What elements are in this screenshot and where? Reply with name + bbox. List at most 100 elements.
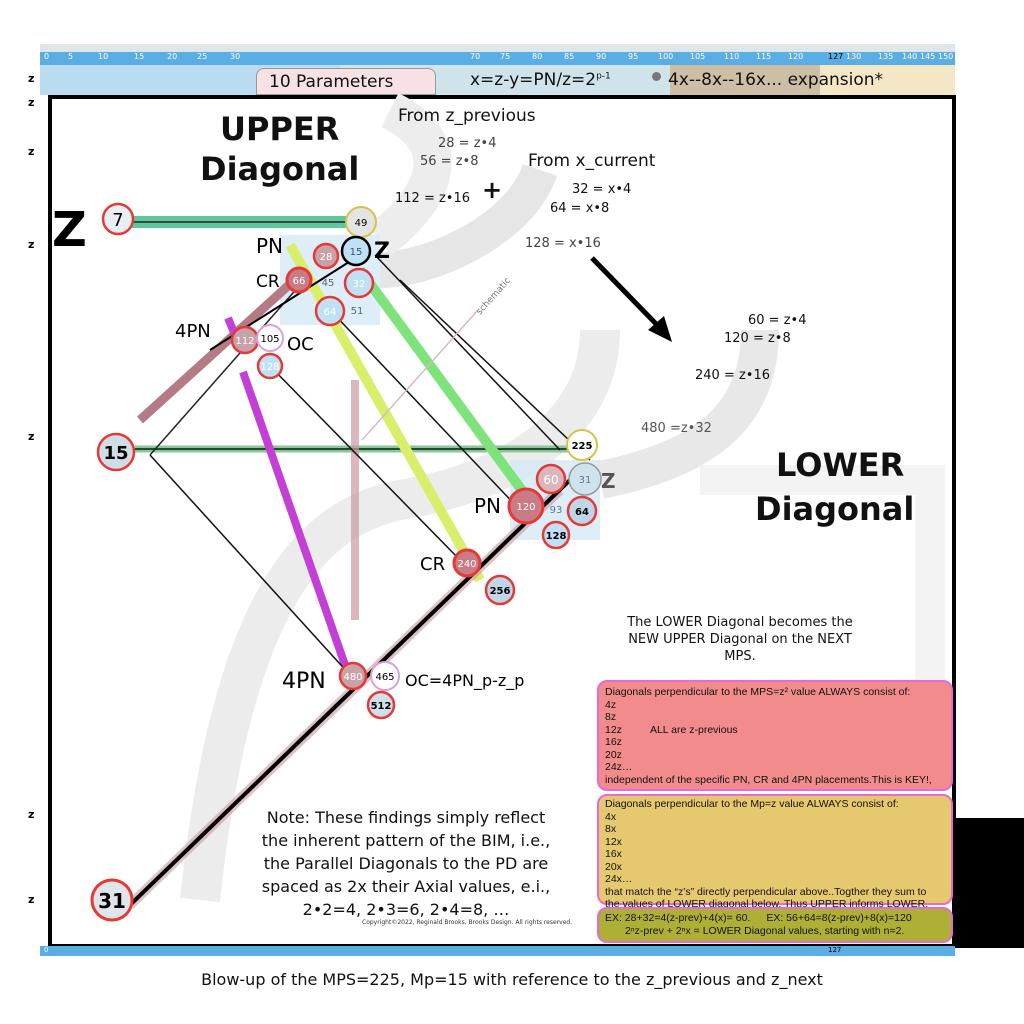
ruler-tick: 127 [828, 52, 844, 61]
ruler-tick: 70 [470, 52, 481, 61]
copyright: Copyright©2022, Reginald Brooks, Brooks … [362, 919, 573, 926]
node-31 [90, 878, 134, 922]
ruler-tick: 115 [756, 52, 772, 61]
node-label: 51 [351, 306, 364, 317]
node-64-lower [566, 495, 598, 527]
ruler-tick: 95 [628, 52, 639, 61]
box-item: 4x [605, 810, 617, 823]
lower-title: Diagonal [755, 490, 915, 528]
tab-10-parameters[interactable]: 10 Parameters [256, 68, 436, 95]
ruler-tick: 25 [197, 52, 208, 61]
ruler-tick: 150 [938, 52, 954, 61]
from-z-previous-heading: From z_previous [398, 106, 536, 126]
node-60 [535, 463, 567, 495]
bottom-ruler: 0 127 [40, 946, 955, 956]
ruler-tick: 130 [846, 52, 862, 61]
pn-label: PN [474, 494, 501, 518]
ruler-tick: 135 [878, 52, 894, 61]
ruler-tick: 120 [788, 52, 804, 61]
node-label: 128 [260, 362, 279, 373]
ruler-tick: 75 [500, 52, 511, 61]
lower-title: LOWER [776, 446, 905, 484]
header-band [670, 65, 820, 95]
ruler-tick: 105 [690, 52, 706, 61]
plus-sign: + [482, 176, 503, 204]
from-x-current-heading: From x_current [528, 151, 656, 171]
black-block [955, 818, 1024, 948]
ruler-tick: 10 [98, 52, 109, 61]
node-label: 45 [322, 278, 335, 289]
box-item: 16z [605, 736, 622, 748]
z-label: Z [374, 239, 390, 264]
diagonal-line [374, 254, 561, 451]
formula-label: x=z-y=PN/z=2p-1 [470, 70, 611, 90]
node-512 [366, 690, 396, 720]
arrow-head-icon [648, 316, 672, 342]
findings-note: Note: These findings simply reflect the … [218, 806, 594, 921]
node-465 [370, 661, 400, 691]
node-128-upper [256, 352, 284, 380]
node-label: 31 [98, 889, 126, 913]
node-label: 60 [543, 473, 558, 487]
green-band [355, 267, 545, 518]
node-28 [312, 242, 340, 270]
note-line: the Parallel Diagonals to the PD are [263, 854, 549, 873]
axis-z-label: z [28, 808, 35, 821]
ruler-tick: 127 [828, 946, 842, 954]
pink-info-box: Diagonals perpendicular to the MPS=z² va… [597, 680, 953, 791]
node-label: 66 [293, 276, 306, 287]
box-item: 4z [605, 698, 617, 711]
lower-value: 60 = z•4 [748, 313, 807, 328]
yellow-info-box: Diagonals perpendicular to the Mp=z valu… [597, 794, 953, 910]
axis-z-label: z [28, 96, 35, 109]
magenta-band [239, 370, 349, 667]
box-item: 8z [605, 711, 617, 723]
lower-becomes-upper-note: The LOWER Diagonal becomes the NEW UPPER… [590, 614, 890, 665]
node-256 [484, 574, 516, 606]
axis-z-label: z [28, 893, 35, 906]
z-label: Z [601, 469, 616, 493]
example-2: EX: 56+64=8(z-prev)+8(x)=120 [766, 912, 912, 924]
box-heading: Diagonals perpendicular to the MPS=z² va… [605, 686, 911, 698]
note-line: Note: These findings simply reflect [266, 808, 546, 827]
diagonal-line [149, 454, 351, 676]
node-66 [285, 266, 313, 294]
node-label: 64 [575, 507, 589, 518]
oc-label: OC [287, 334, 314, 355]
formula-text: x=z-y=PN/z=2 [470, 70, 597, 90]
box-item: 20x [605, 860, 622, 873]
node-120 [507, 487, 545, 525]
node-label: 7 [112, 210, 123, 231]
oc-formula-label: OC=4PN_p-z_p [405, 671, 524, 691]
box-footer: that match the “z’s” directly perpendicu… [605, 885, 927, 898]
box-item: 16x [605, 848, 622, 860]
example-1: EX: 28+32=4(z-prev)+4(x)= 60. [605, 912, 751, 924]
ruler-tick: 30 [230, 52, 241, 61]
node-label: 480 [343, 672, 362, 683]
ruler-tick: 0 [44, 946, 49, 954]
flow-arc [700, 465, 945, 680]
axis-z-label: z [28, 430, 35, 443]
node-225 [566, 429, 598, 461]
header-band [820, 65, 955, 95]
note-line: The LOWER Diagonal becomes the [627, 615, 853, 630]
example-formula: 2ⁿz-prev + 2ⁿx = LOWER Diagonal values, … [625, 924, 905, 937]
figure-caption: Blow-up of the MPS=225, Mp=15 with refer… [201, 970, 823, 989]
lower-value: 240 = z•16 [695, 368, 771, 383]
upper-title: Diagonal [200, 150, 360, 188]
ruler-tick: 140 [902, 52, 918, 61]
node-label: 105 [260, 334, 279, 345]
x-current-value: 128 = x•16 [525, 236, 601, 251]
ruler-tick: 20 [167, 52, 178, 61]
node-label: 120 [516, 502, 535, 513]
node-label: 225 [572, 441, 593, 452]
note-line: MPS. [724, 649, 756, 664]
node-128-lower [541, 520, 571, 550]
dot-marker [652, 72, 661, 81]
schematic-label: schematic [475, 276, 513, 317]
axis-z-label: z [28, 72, 35, 85]
node-15 [96, 432, 136, 472]
diagonal-line [329, 309, 521, 511]
node-label: 32 [353, 279, 366, 290]
